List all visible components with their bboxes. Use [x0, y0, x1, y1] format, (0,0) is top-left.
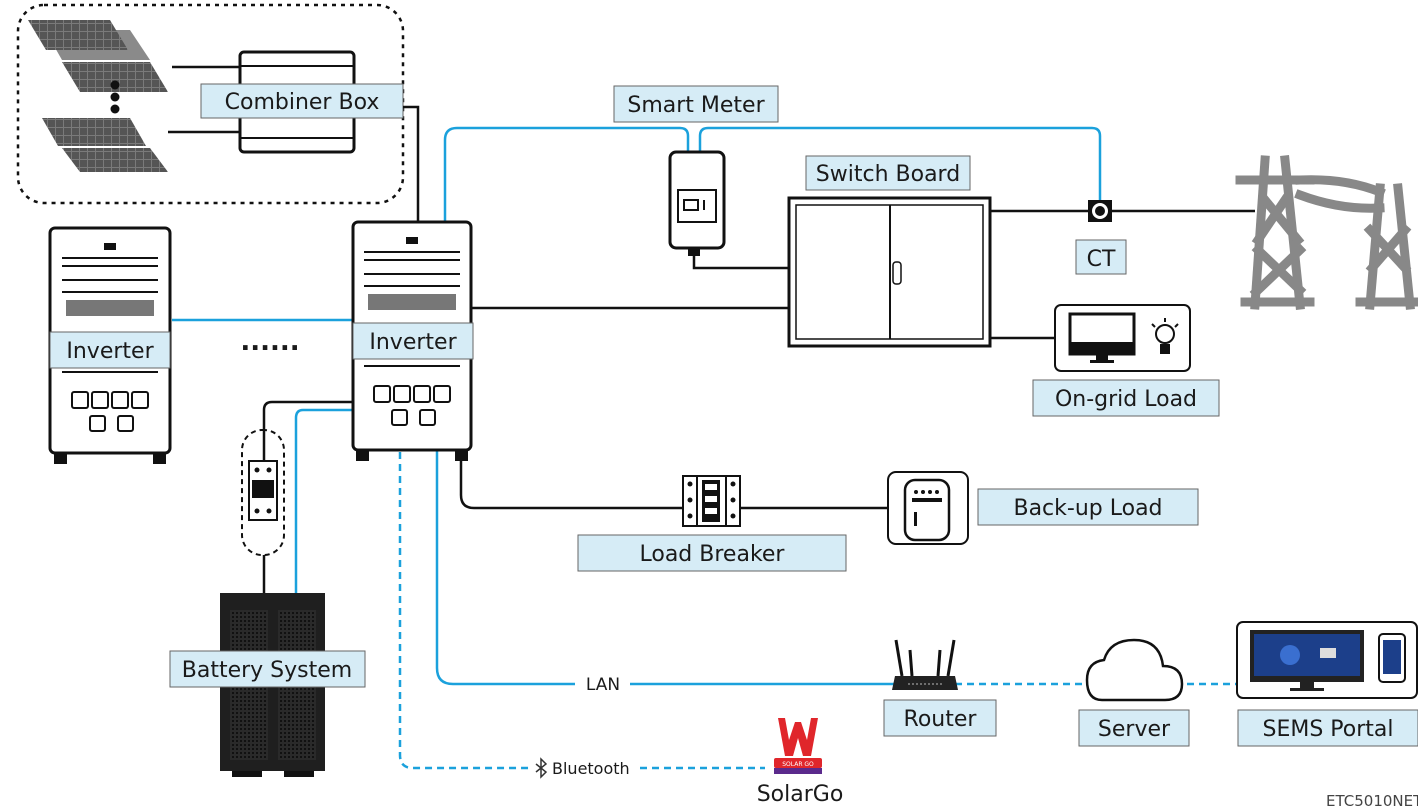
- sems-portal-label: SEMS Portal: [1262, 717, 1393, 742]
- inverter-main-label: Inverter: [369, 330, 457, 355]
- router-icon: [892, 639, 958, 690]
- on-grid-load-icon: [1054, 304, 1191, 372]
- switch-board-icon: [787, 196, 992, 348]
- lan-label: LAN: [586, 675, 620, 695]
- server-label: Server: [1098, 717, 1171, 742]
- inverter-ellipsis: ......: [240, 327, 299, 357]
- smart-meter-icon: [668, 150, 726, 256]
- solargo-logo-icon: SOLAR GO: [774, 718, 822, 774]
- battery-breaker-icon: [241, 429, 285, 556]
- grid-tower-icon: [1235, 155, 1418, 310]
- back-up-load-icon: [887, 471, 969, 545]
- combiner-box-label: Combiner Box: [225, 90, 380, 115]
- solargo-label: SolarGo: [757, 782, 844, 807]
- load-breaker-icon: [682, 475, 741, 527]
- pv-panel-top-icon: [28, 20, 168, 92]
- vertical-ellipsis-icon: [110, 80, 120, 114]
- smart-meter-label: Smart Meter: [627, 93, 765, 118]
- ct-label: CT: [1087, 247, 1116, 272]
- bluetooth-label: Bluetooth: [552, 759, 630, 778]
- battery-system-label: Battery System: [182, 658, 352, 683]
- figure-code: ETC5010NET00: [1326, 792, 1418, 810]
- solargo-badge-text: SOLAR GO: [782, 761, 814, 768]
- sems-portal-icon: [1236, 621, 1418, 699]
- load-breaker-label: Load Breaker: [640, 542, 786, 567]
- cloud-icon: [1085, 638, 1184, 702]
- dashed-comm-lines: [398, 452, 1237, 770]
- comm-lines: [172, 126, 1102, 686]
- back-up-load-label: Back-up Load: [1013, 496, 1162, 521]
- inverter-left-label: Inverter: [66, 339, 154, 364]
- ct-icon: [1088, 200, 1112, 222]
- bluetooth-icon: [535, 757, 548, 779]
- pv-panel-bottom-icon: [42, 118, 168, 172]
- switch-board-label: Switch Board: [816, 162, 960, 187]
- on-grid-load-label: On-grid Load: [1055, 387, 1197, 412]
- power-lines: [262, 105, 1255, 593]
- router-label: Router: [904, 707, 978, 732]
